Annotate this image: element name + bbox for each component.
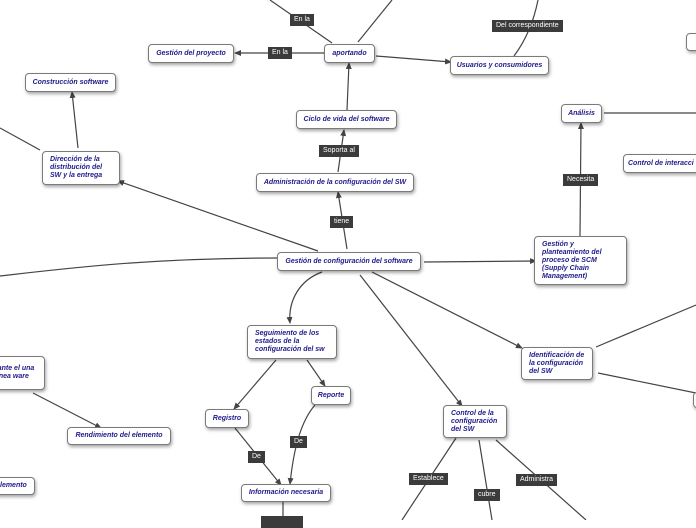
node-direccion[interactable]: Dirección de la distribución del SW y la…: [42, 151, 120, 185]
label-de-registro: De: [248, 451, 265, 463]
node-control-config[interactable]: Control de la configuración del SW: [443, 405, 507, 438]
edge-main-to-control: [359, 274, 463, 407]
edge-seguimiento-to-reporte: [306, 359, 326, 387]
label-establece: Establece: [409, 473, 448, 485]
node-gestion-proyecto[interactable]: Gestión del proyecto: [148, 44, 234, 63]
label-tiene: tiene: [330, 216, 354, 228]
node-rendimiento[interactable]: Rendimiento del elemento: [67, 427, 171, 445]
node-elemento[interactable]: lemento: [0, 477, 35, 495]
node-usuarios[interactable]: Usuarios y consumidores: [450, 56, 549, 75]
label-administra: Administra: [516, 474, 558, 486]
edge-seguimiento-to-registro: [233, 359, 277, 410]
label-en-la-top: En la: [290, 14, 314, 26]
label-soporta-al: Soporta al: [319, 145, 359, 157]
node-control-interaccion[interactable]: Control de interacci: [623, 154, 696, 173]
edge-identificacion-down-right: [597, 372, 696, 394]
node-informacion[interactable]: Información necesaria: [241, 484, 331, 502]
edge-durante-to-rendimiento: [32, 392, 102, 429]
node-ciclo[interactable]: Ciclo de vida del software: [296, 110, 397, 129]
node-seguimiento[interactable]: Seguimiento de los estados de la configu…: [247, 325, 337, 359]
edge-main-to-direccion: [117, 180, 319, 252]
node-registro[interactable]: Registro: [205, 409, 249, 428]
node-aportando[interactable]: aportando: [324, 44, 375, 63]
edge-aportando-up-right: [357, 0, 393, 43]
label-partial-bottom: [261, 516, 303, 528]
node-reporte[interactable]: Reporte: [311, 386, 351, 405]
node-durante[interactable]: rante el una línea ware: [0, 356, 45, 390]
node-edge-right: [693, 392, 696, 408]
label-de-reporte: De: [290, 436, 307, 448]
node-scm[interactable]: Gestión y planteamiento del proceso de S…: [534, 236, 627, 285]
label-cubre: cubre: [474, 489, 500, 501]
node-administracion[interactable]: Administración de la configuración del S…: [256, 173, 414, 192]
node-analisis[interactable]: Análisis: [561, 104, 602, 123]
label-del-correspondiente: Del correspondiente: [492, 20, 563, 32]
edge-aportando-to-usuarios: [375, 55, 452, 65]
label-en-la: En la: [268, 47, 292, 59]
edge-direccion-left-out: [0, 127, 41, 151]
edge-identificacion-up-right: [595, 304, 696, 348]
edge-control-to-cubre: [478, 439, 493, 520]
node-gestion-config[interactable]: Gestión de configuración del software: [277, 252, 421, 271]
edge-main-to-seguimiento: [286, 271, 323, 324]
edge-main-to-scm: [423, 258, 537, 265]
edge-reporte-to-informacion: [287, 404, 316, 485]
edge-ciclo-to-aportando: [345, 62, 352, 111]
node-edge-top-right: [686, 33, 696, 51]
node-construccion[interactable]: Construcción software: [25, 73, 116, 92]
node-identificacion[interactable]: Identificación de la configuración del S…: [521, 347, 593, 380]
edge-main-to-identificacion: [371, 271, 523, 349]
edge-direccion-to-construccion: [69, 91, 79, 149]
label-necesita: Necesita: [563, 174, 599, 186]
edge-main-to-left-out: [0, 257, 279, 277]
